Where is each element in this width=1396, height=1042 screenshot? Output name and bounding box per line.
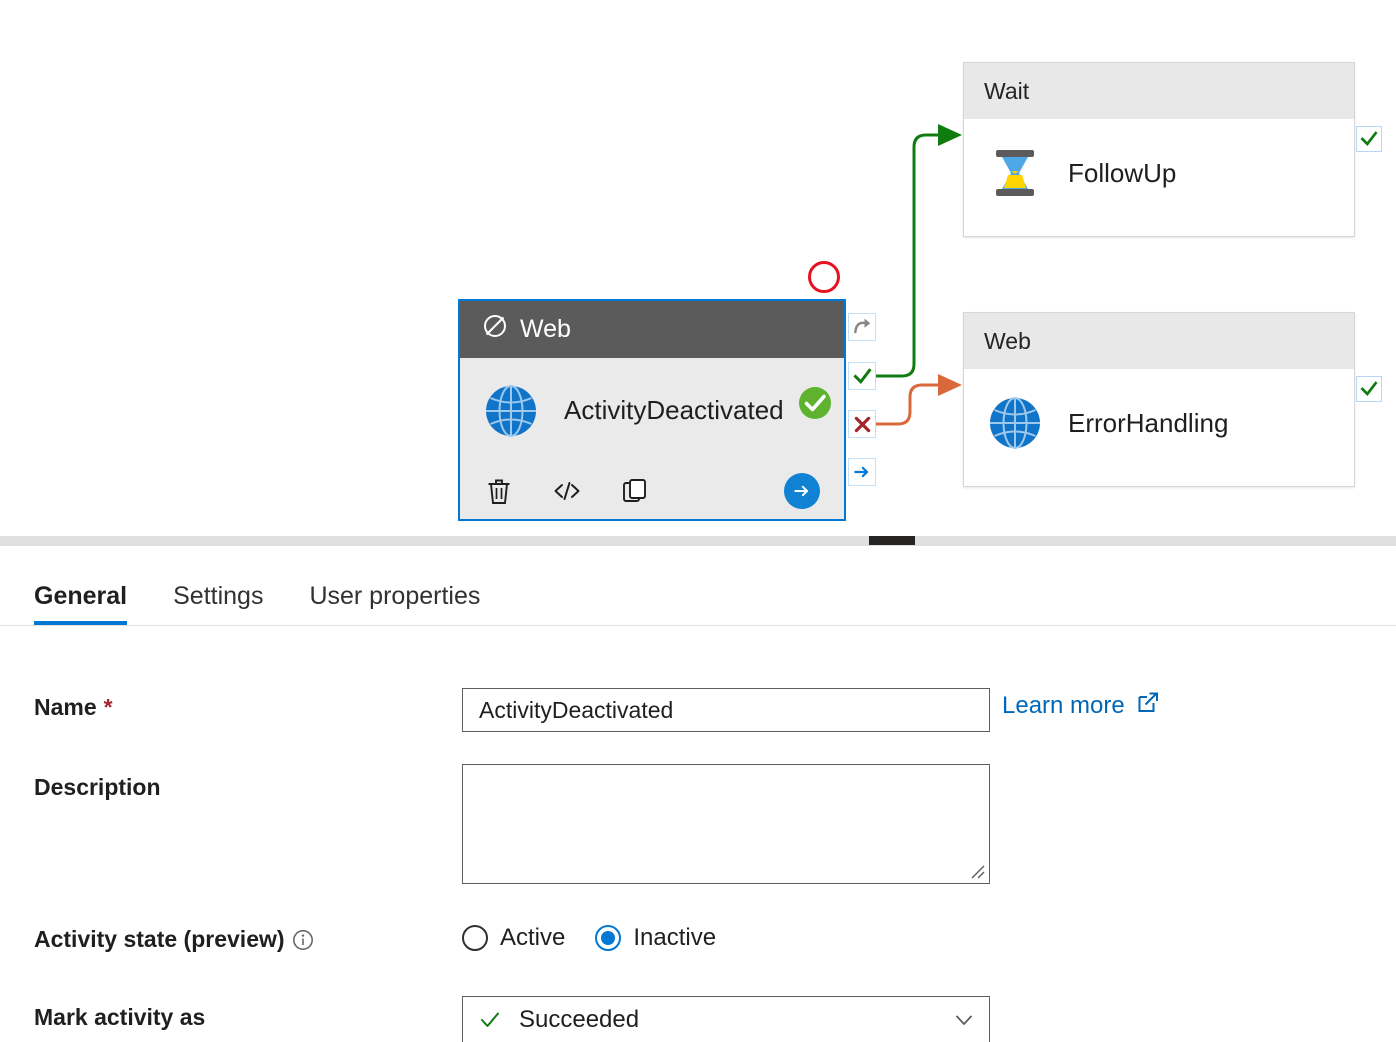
properties-panel: General Settings User properties Name * … bbox=[0, 545, 1396, 1042]
mark-activity-value: Succeeded bbox=[519, 1006, 640, 1033]
external-link-icon bbox=[1136, 690, 1160, 721]
success-handle[interactable] bbox=[1356, 126, 1382, 152]
radio-inactive[interactable]: Inactive bbox=[595, 924, 716, 952]
pipeline-canvas[interactable]: Wait FollowUp Web bbox=[0, 0, 1396, 545]
node-type-header: Wait bbox=[964, 63, 1354, 119]
description-textarea[interactable] bbox=[462, 764, 990, 884]
check-icon bbox=[479, 1009, 501, 1031]
node-type-header: Web bbox=[964, 313, 1354, 369]
activity-state-radio-group: Active Inactive bbox=[462, 924, 716, 952]
description-row: Description bbox=[0, 756, 1396, 896]
tab-bar: General Settings User properties bbox=[0, 546, 1396, 626]
name-row: Name * Learn more bbox=[0, 676, 1396, 736]
hourglass-icon bbox=[986, 144, 1044, 202]
radio-mark-icon bbox=[595, 925, 622, 951]
name-label: Name * bbox=[34, 694, 113, 720]
run-icon[interactable] bbox=[784, 473, 820, 509]
node-type-header: Web bbox=[460, 301, 844, 358]
activity-state-label: Activity state (preview) bbox=[34, 926, 314, 953]
radio-active-label: Active bbox=[500, 924, 566, 951]
node-body: ActivityDeactivated bbox=[460, 358, 844, 463]
skipped-handle[interactable] bbox=[848, 313, 876, 341]
required-marker: * bbox=[103, 694, 113, 720]
tab-general[interactable]: General bbox=[34, 582, 128, 625]
node-body: ErrorHandling bbox=[964, 369, 1354, 477]
deactivated-icon bbox=[482, 313, 508, 346]
mark-activity-row: Mark activity as Succeeded bbox=[0, 990, 1396, 1042]
name-input[interactable] bbox=[462, 688, 990, 732]
activity-node-errorhandling[interactable]: Web ErrorHandling bbox=[963, 312, 1382, 487]
code-icon[interactable] bbox=[552, 476, 582, 506]
globe-icon bbox=[986, 394, 1044, 452]
mark-activity-label: Mark activity as bbox=[34, 1004, 206, 1030]
success-check-badge bbox=[798, 386, 832, 420]
globe-icon bbox=[482, 382, 540, 440]
activity-name-label: ActivityDeactivated bbox=[564, 395, 784, 425]
clone-icon[interactable] bbox=[620, 476, 650, 506]
activity-name-label: ErrorHandling bbox=[1068, 407, 1229, 438]
node-type-label: Wait bbox=[984, 77, 1030, 104]
node-type-label: Web bbox=[520, 315, 571, 343]
mark-activity-dropdown[interactable]: Succeeded bbox=[462, 996, 990, 1042]
scrollbar-thumb[interactable] bbox=[869, 536, 915, 545]
delete-icon[interactable] bbox=[484, 476, 514, 506]
info-icon[interactable] bbox=[292, 929, 314, 951]
activity-name-label: FollowUp bbox=[1068, 157, 1177, 188]
activity-state-row: Activity state (preview) Active Inactive bbox=[0, 914, 1396, 972]
status-ring-icon bbox=[808, 261, 840, 293]
learn-more-link[interactable]: Learn more bbox=[1002, 690, 1160, 721]
radio-inactive-label: Inactive bbox=[633, 924, 717, 951]
tab-user-properties[interactable]: User properties bbox=[309, 582, 481, 610]
radio-mark-icon bbox=[462, 925, 488, 951]
success-handle[interactable] bbox=[848, 362, 876, 390]
node-toolbar bbox=[460, 463, 844, 519]
horizontal-scrollbar[interactable] bbox=[0, 536, 1396, 545]
node-body: FollowUp bbox=[964, 119, 1354, 227]
learn-more-label: Learn more bbox=[1002, 691, 1125, 719]
completion-handle[interactable] bbox=[848, 458, 876, 486]
description-label: Description bbox=[34, 774, 161, 800]
chevron-down-icon bbox=[953, 1009, 975, 1031]
activity-node-activitydeactivated[interactable]: Web ActivityDeactivated bbox=[458, 299, 846, 521]
node-type-label: Web bbox=[984, 327, 1031, 354]
tab-settings[interactable]: Settings bbox=[173, 582, 264, 610]
failure-handle[interactable] bbox=[848, 410, 876, 438]
activity-node-followup[interactable]: Wait FollowUp bbox=[963, 62, 1382, 237]
success-handle[interactable] bbox=[1356, 376, 1382, 402]
radio-active[interactable]: Active bbox=[462, 924, 565, 952]
